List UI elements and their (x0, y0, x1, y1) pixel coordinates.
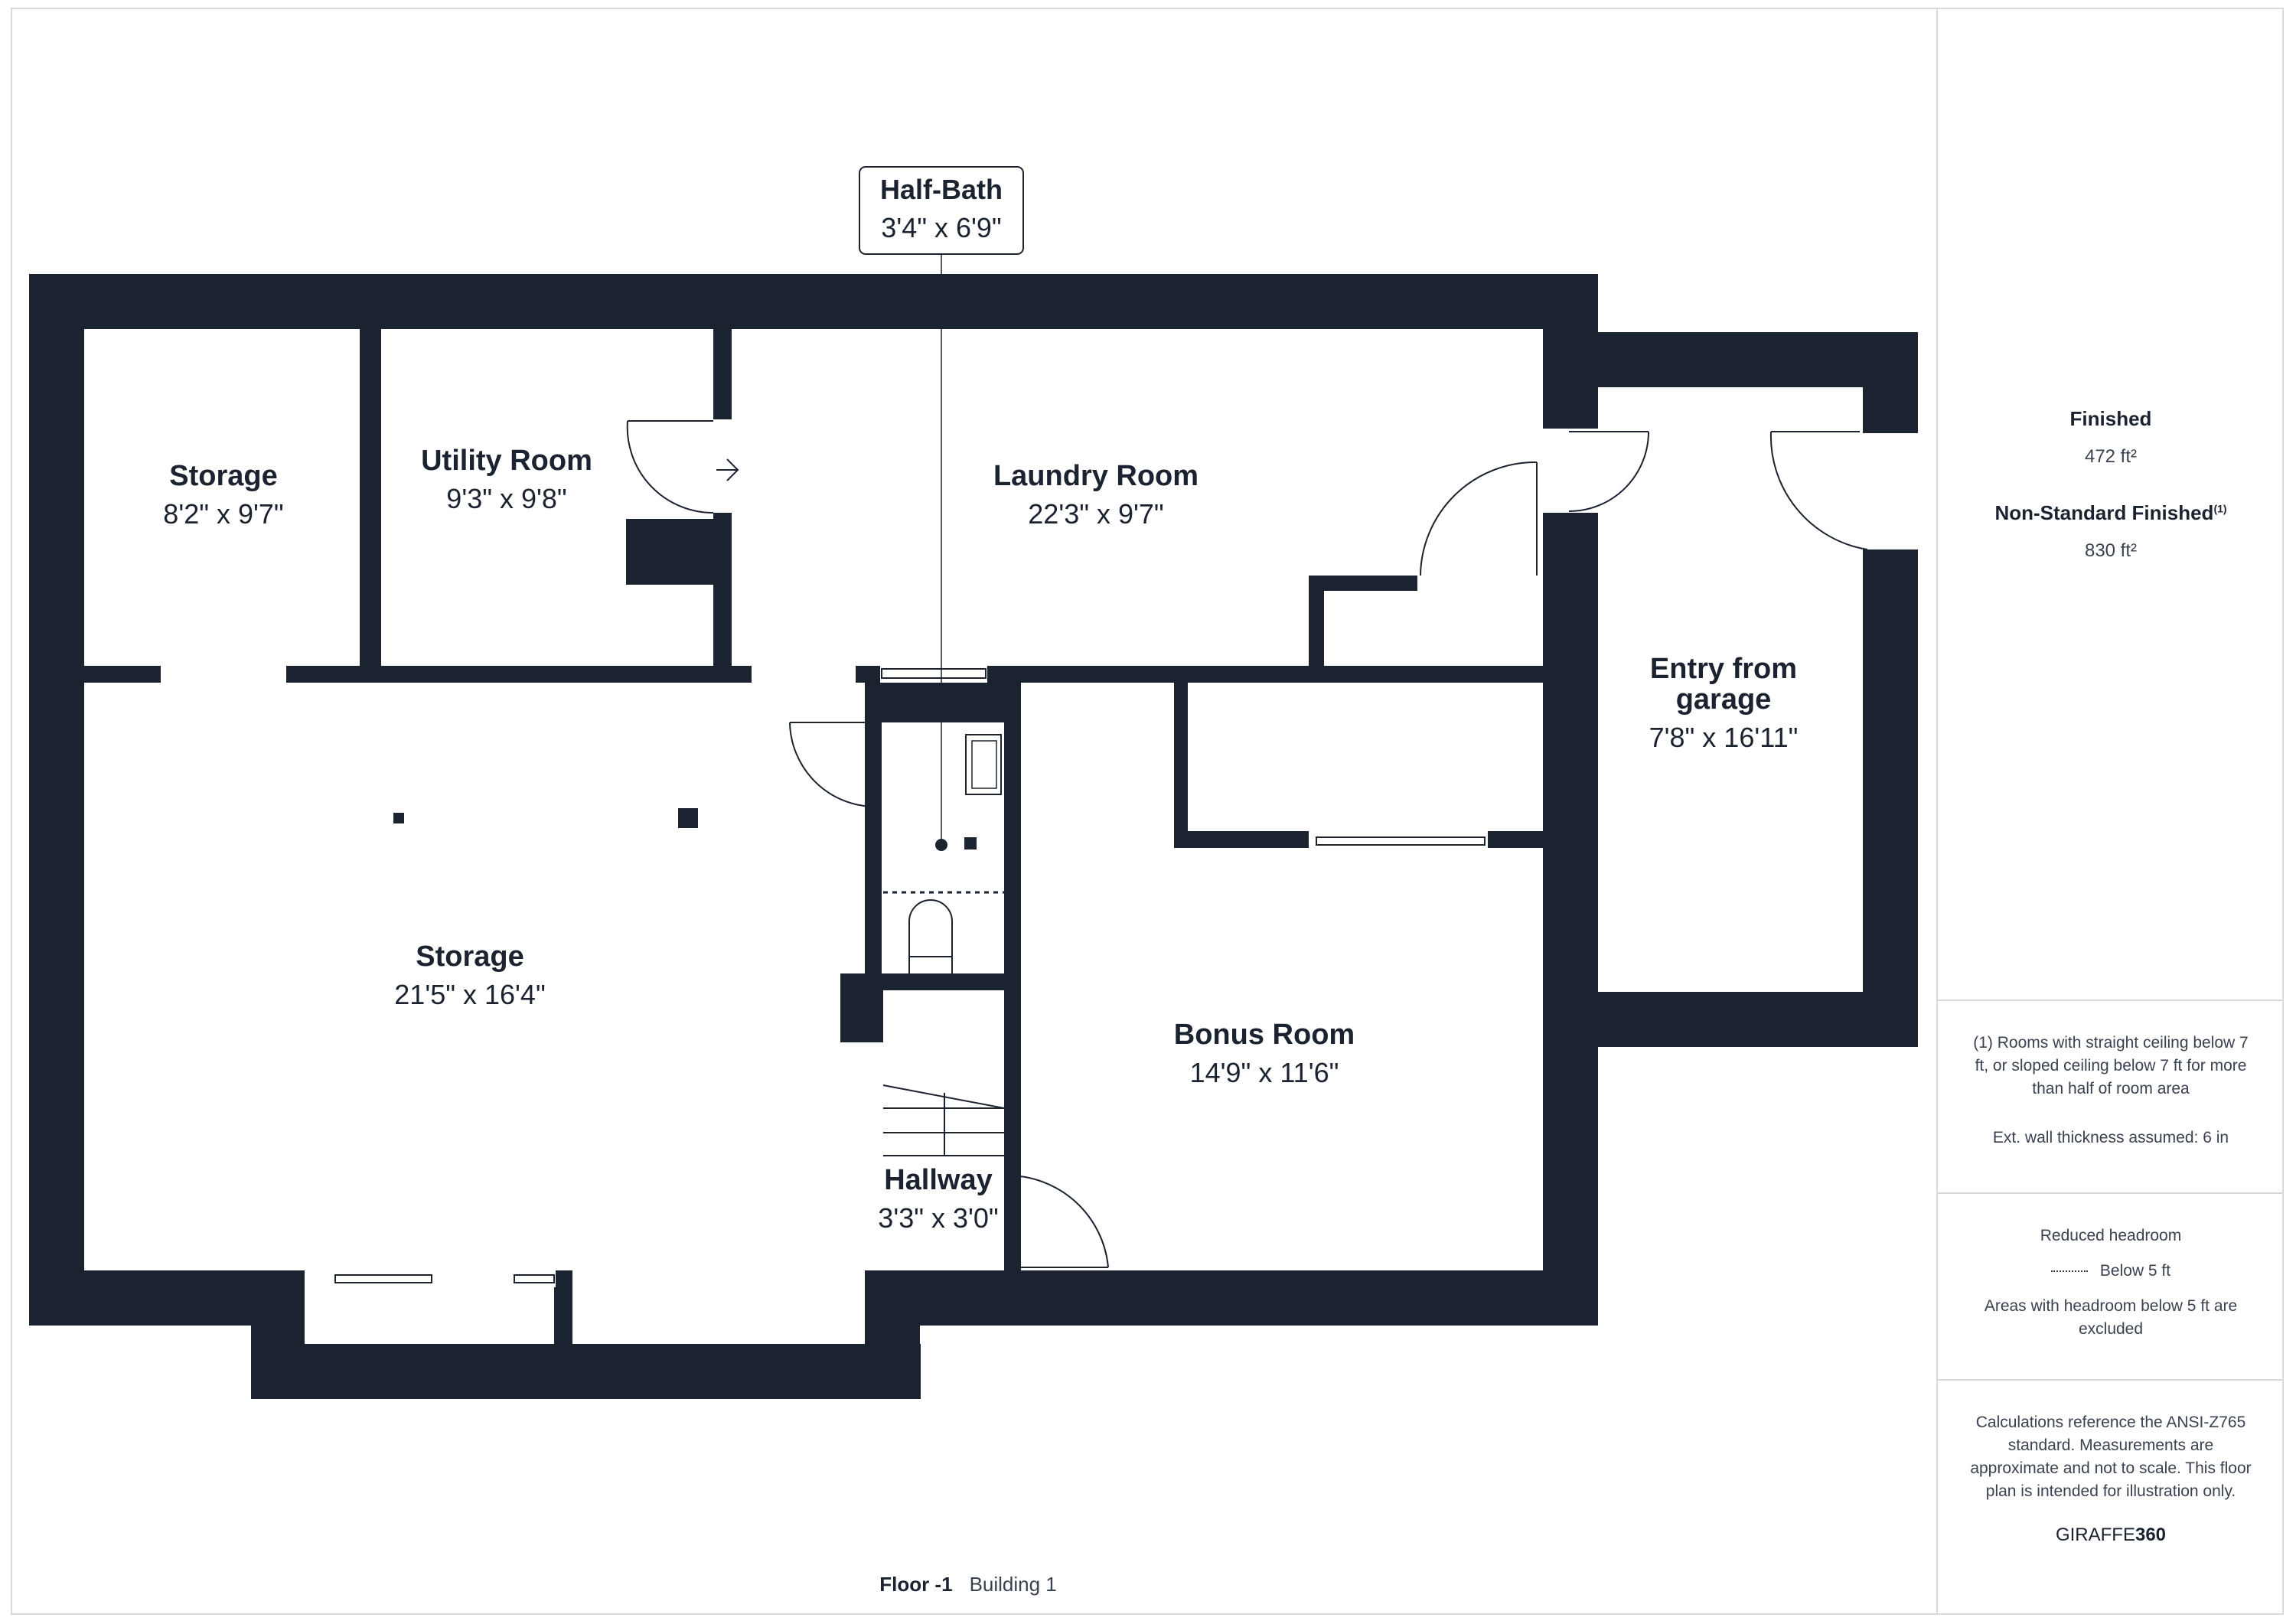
area-summary: Finished 472 ft² Non-Standard Finished(1… (1938, 407, 2284, 562)
floor-plan: Half-Bath 3'4" x 6'9" Storage 8'2" x 9'7… (29, 166, 1918, 1399)
headroom-legend: Below 5 ft (1938, 1260, 2284, 1283)
headroom-note: Areas with headroom below 5 ft are exclu… (1984, 1297, 2238, 1338)
dotted-line-icon (2050, 1270, 2088, 1273)
storage-small-dims: 8'2" x 9'7" (163, 498, 283, 530)
page-frame (11, 8, 2284, 1615)
entry-garage-name-2: garage (1676, 683, 1772, 716)
entry-garage-name-1: Entry from (1650, 653, 1797, 685)
hallway-name: Hallway (884, 1164, 993, 1196)
storage-small-name: Storage (169, 460, 277, 492)
disclaimer: Calculations reference the ANSI-Z765 sta… (1970, 1414, 2252, 1500)
nonstandard-value: 830 ft² (2084, 540, 2138, 561)
openings (162, 429, 1918, 1344)
nonstandard-label: Non-Standard Finished(1) (1994, 501, 2227, 524)
windows (334, 668, 1486, 1283)
building-label: Building 1 (969, 1573, 1057, 1596)
floor-label: Floor -1 (879, 1573, 953, 1596)
ceiling-note: (1) Rooms with straight ceiling below 7 … (1973, 1034, 2249, 1097)
notes-section: (1) Rooms with straight ceiling below 7 … (1938, 1032, 2284, 1150)
half-bath-name: Half-Bath (880, 174, 1003, 205)
laundry-room-name: Laundry Room (993, 460, 1199, 492)
finished-label: Finished (2069, 407, 2152, 430)
laundry-room-dims: 22'3" x 9'7" (1028, 498, 1163, 530)
bonus-room-dims: 14'9" x 11'6" (1190, 1057, 1339, 1088)
utility-room-name: Utility Room (421, 445, 592, 477)
storage-large-name: Storage (416, 941, 523, 973)
entry-garage-dims: 7'8" x 16'11" (1649, 722, 1799, 753)
info-sidebar: Finished 472 ft² Non-Standard Finished(1… (1936, 8, 2284, 1615)
half-bath-callout (859, 166, 1024, 255)
storage-large-dims: 21'5" x 16'4" (394, 979, 545, 1010)
brand-logo: GIRAFFE360 (2055, 1525, 2167, 1545)
doors (626, 420, 1868, 1268)
bonus-room-name: Bonus Room (1174, 1019, 1355, 1051)
divider-1 (1938, 1000, 2284, 1001)
divider-2 (1938, 1192, 2284, 1194)
disclaimer-section: Calculations reference the ANSI-Z765 sta… (1938, 1411, 2284, 1546)
divider-3 (1938, 1379, 2284, 1381)
headroom-title: Reduced headroom (2040, 1227, 2182, 1244)
utility-room-dims: 9'3" x 9'8" (446, 483, 566, 514)
half-bath-dims: 3'4" x 6'9" (881, 212, 1001, 243)
finished-value: 472 ft² (2084, 446, 2138, 467)
headroom-section: Reduced headroom Below 5 ft Areas with h… (1938, 1225, 2284, 1341)
wall-thickness-note: Ext. wall thickness assumed: 6 in (1992, 1129, 2229, 1146)
hallway-dims: 3'3" x 3'0" (878, 1202, 998, 1234)
floor-footer: Floor -1 Building 1 (0, 1573, 1936, 1596)
